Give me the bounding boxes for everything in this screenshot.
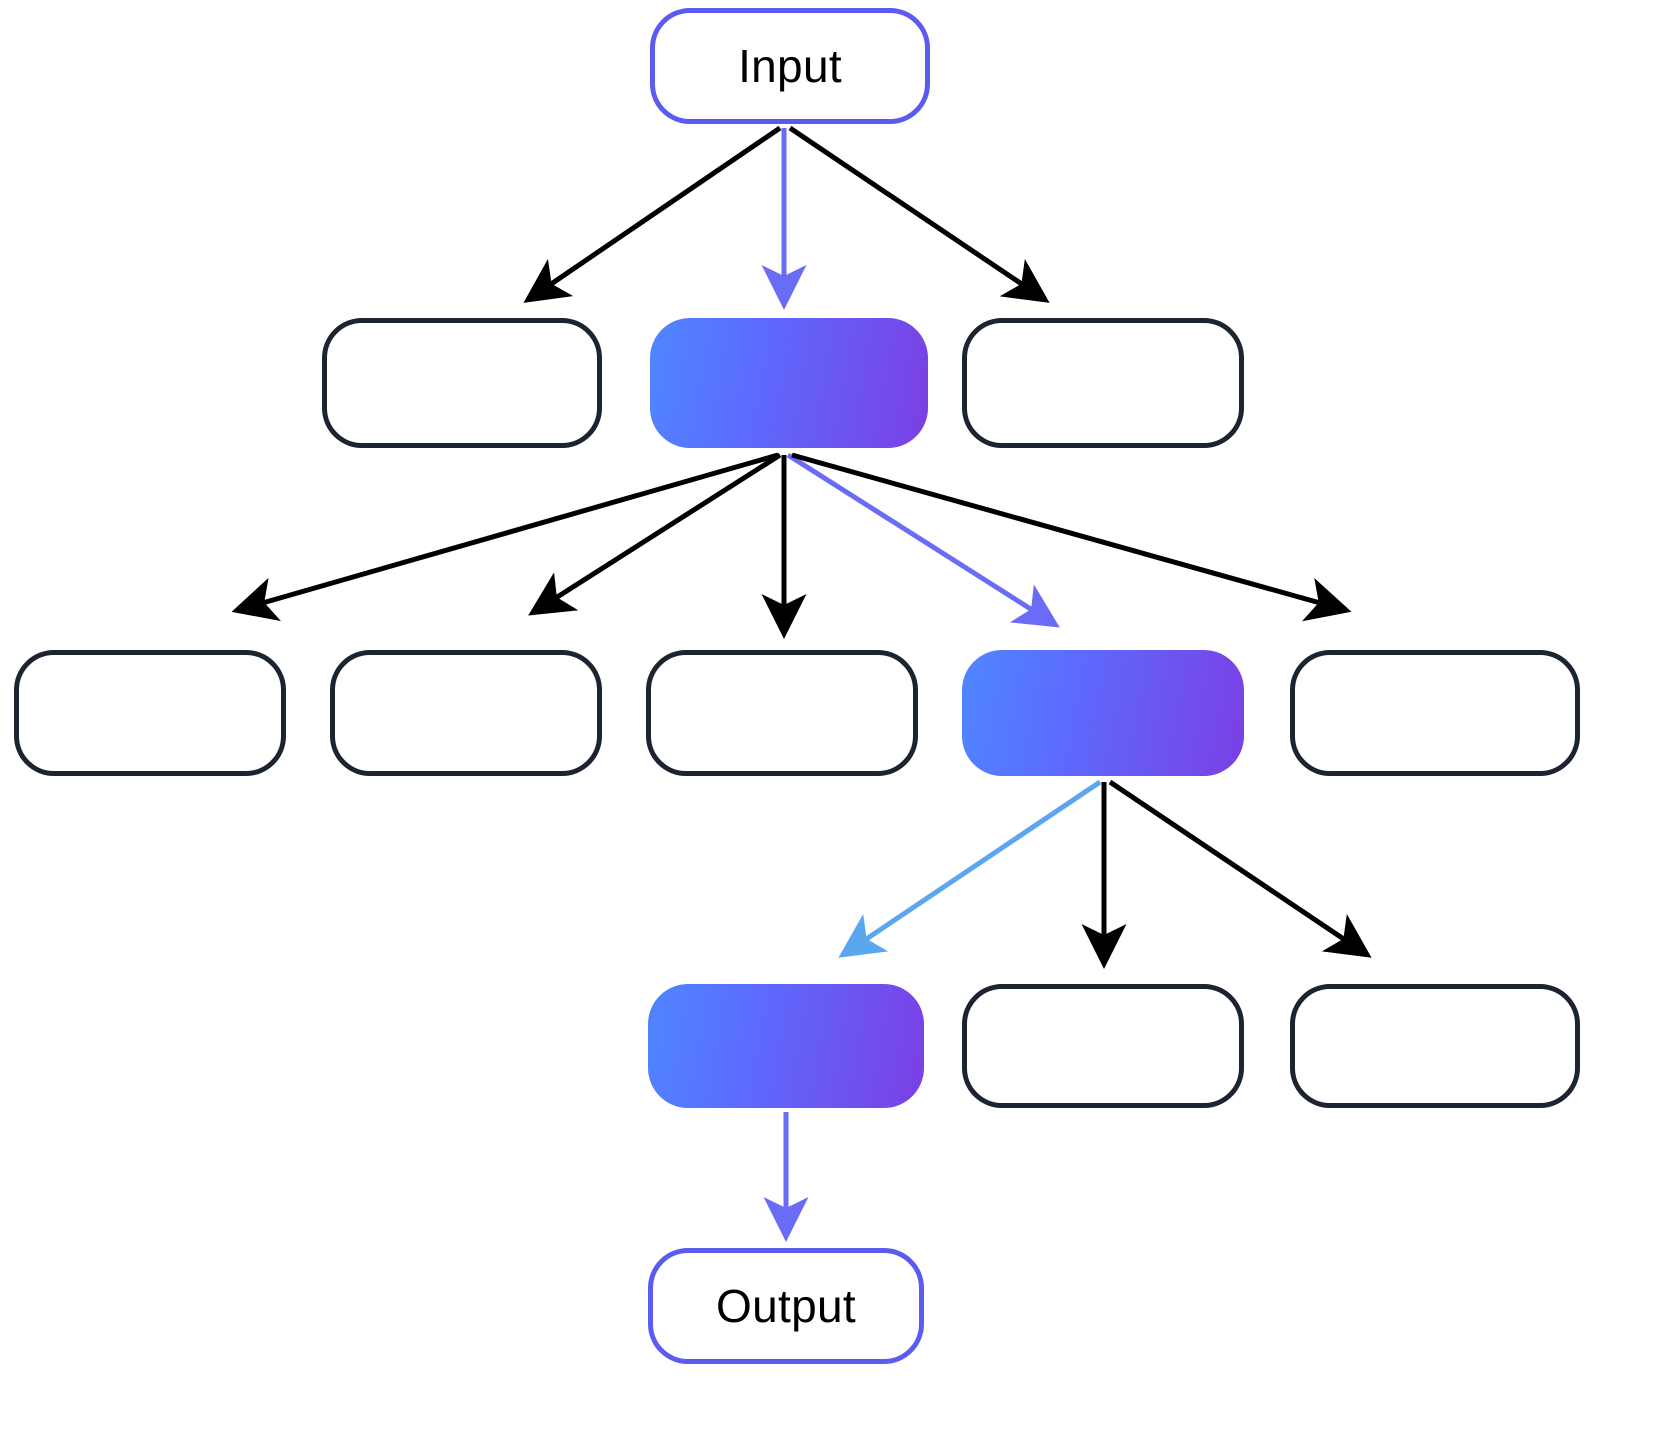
edge-input-to-l1a <box>523 125 782 303</box>
edge-l1b-to-l2a <box>231 452 779 622</box>
node-label: Output <box>716 1280 856 1332</box>
node-output[interactable]: Output <box>648 1248 924 1364</box>
node-l1b[interactable] <box>650 318 928 448</box>
edge-l1b-to-l2e <box>791 452 1352 622</box>
node-l2d[interactable] <box>962 650 1244 776</box>
node-l3c[interactable] <box>1290 984 1580 1108</box>
node-input[interactable]: Input <box>650 8 930 124</box>
node-l1c[interactable] <box>962 318 1244 448</box>
node-l2b[interactable] <box>330 650 602 776</box>
edge-l1b-to-l2b <box>528 452 782 616</box>
edge-input-to-l1c <box>788 125 1050 303</box>
edge-l2d-to-l3c <box>1108 779 1372 958</box>
edge-l1b-to-l2d <box>786 452 1060 628</box>
node-label: Input <box>738 40 842 92</box>
node-l3b[interactable] <box>962 984 1244 1108</box>
node-l2e[interactable] <box>1290 650 1580 776</box>
node-l2c[interactable] <box>646 650 918 776</box>
node-l2a[interactable] <box>14 650 286 776</box>
node-l1a[interactable] <box>322 318 602 448</box>
edge-l2d-to-l3a <box>838 779 1102 958</box>
node-l3a[interactable] <box>648 984 924 1108</box>
